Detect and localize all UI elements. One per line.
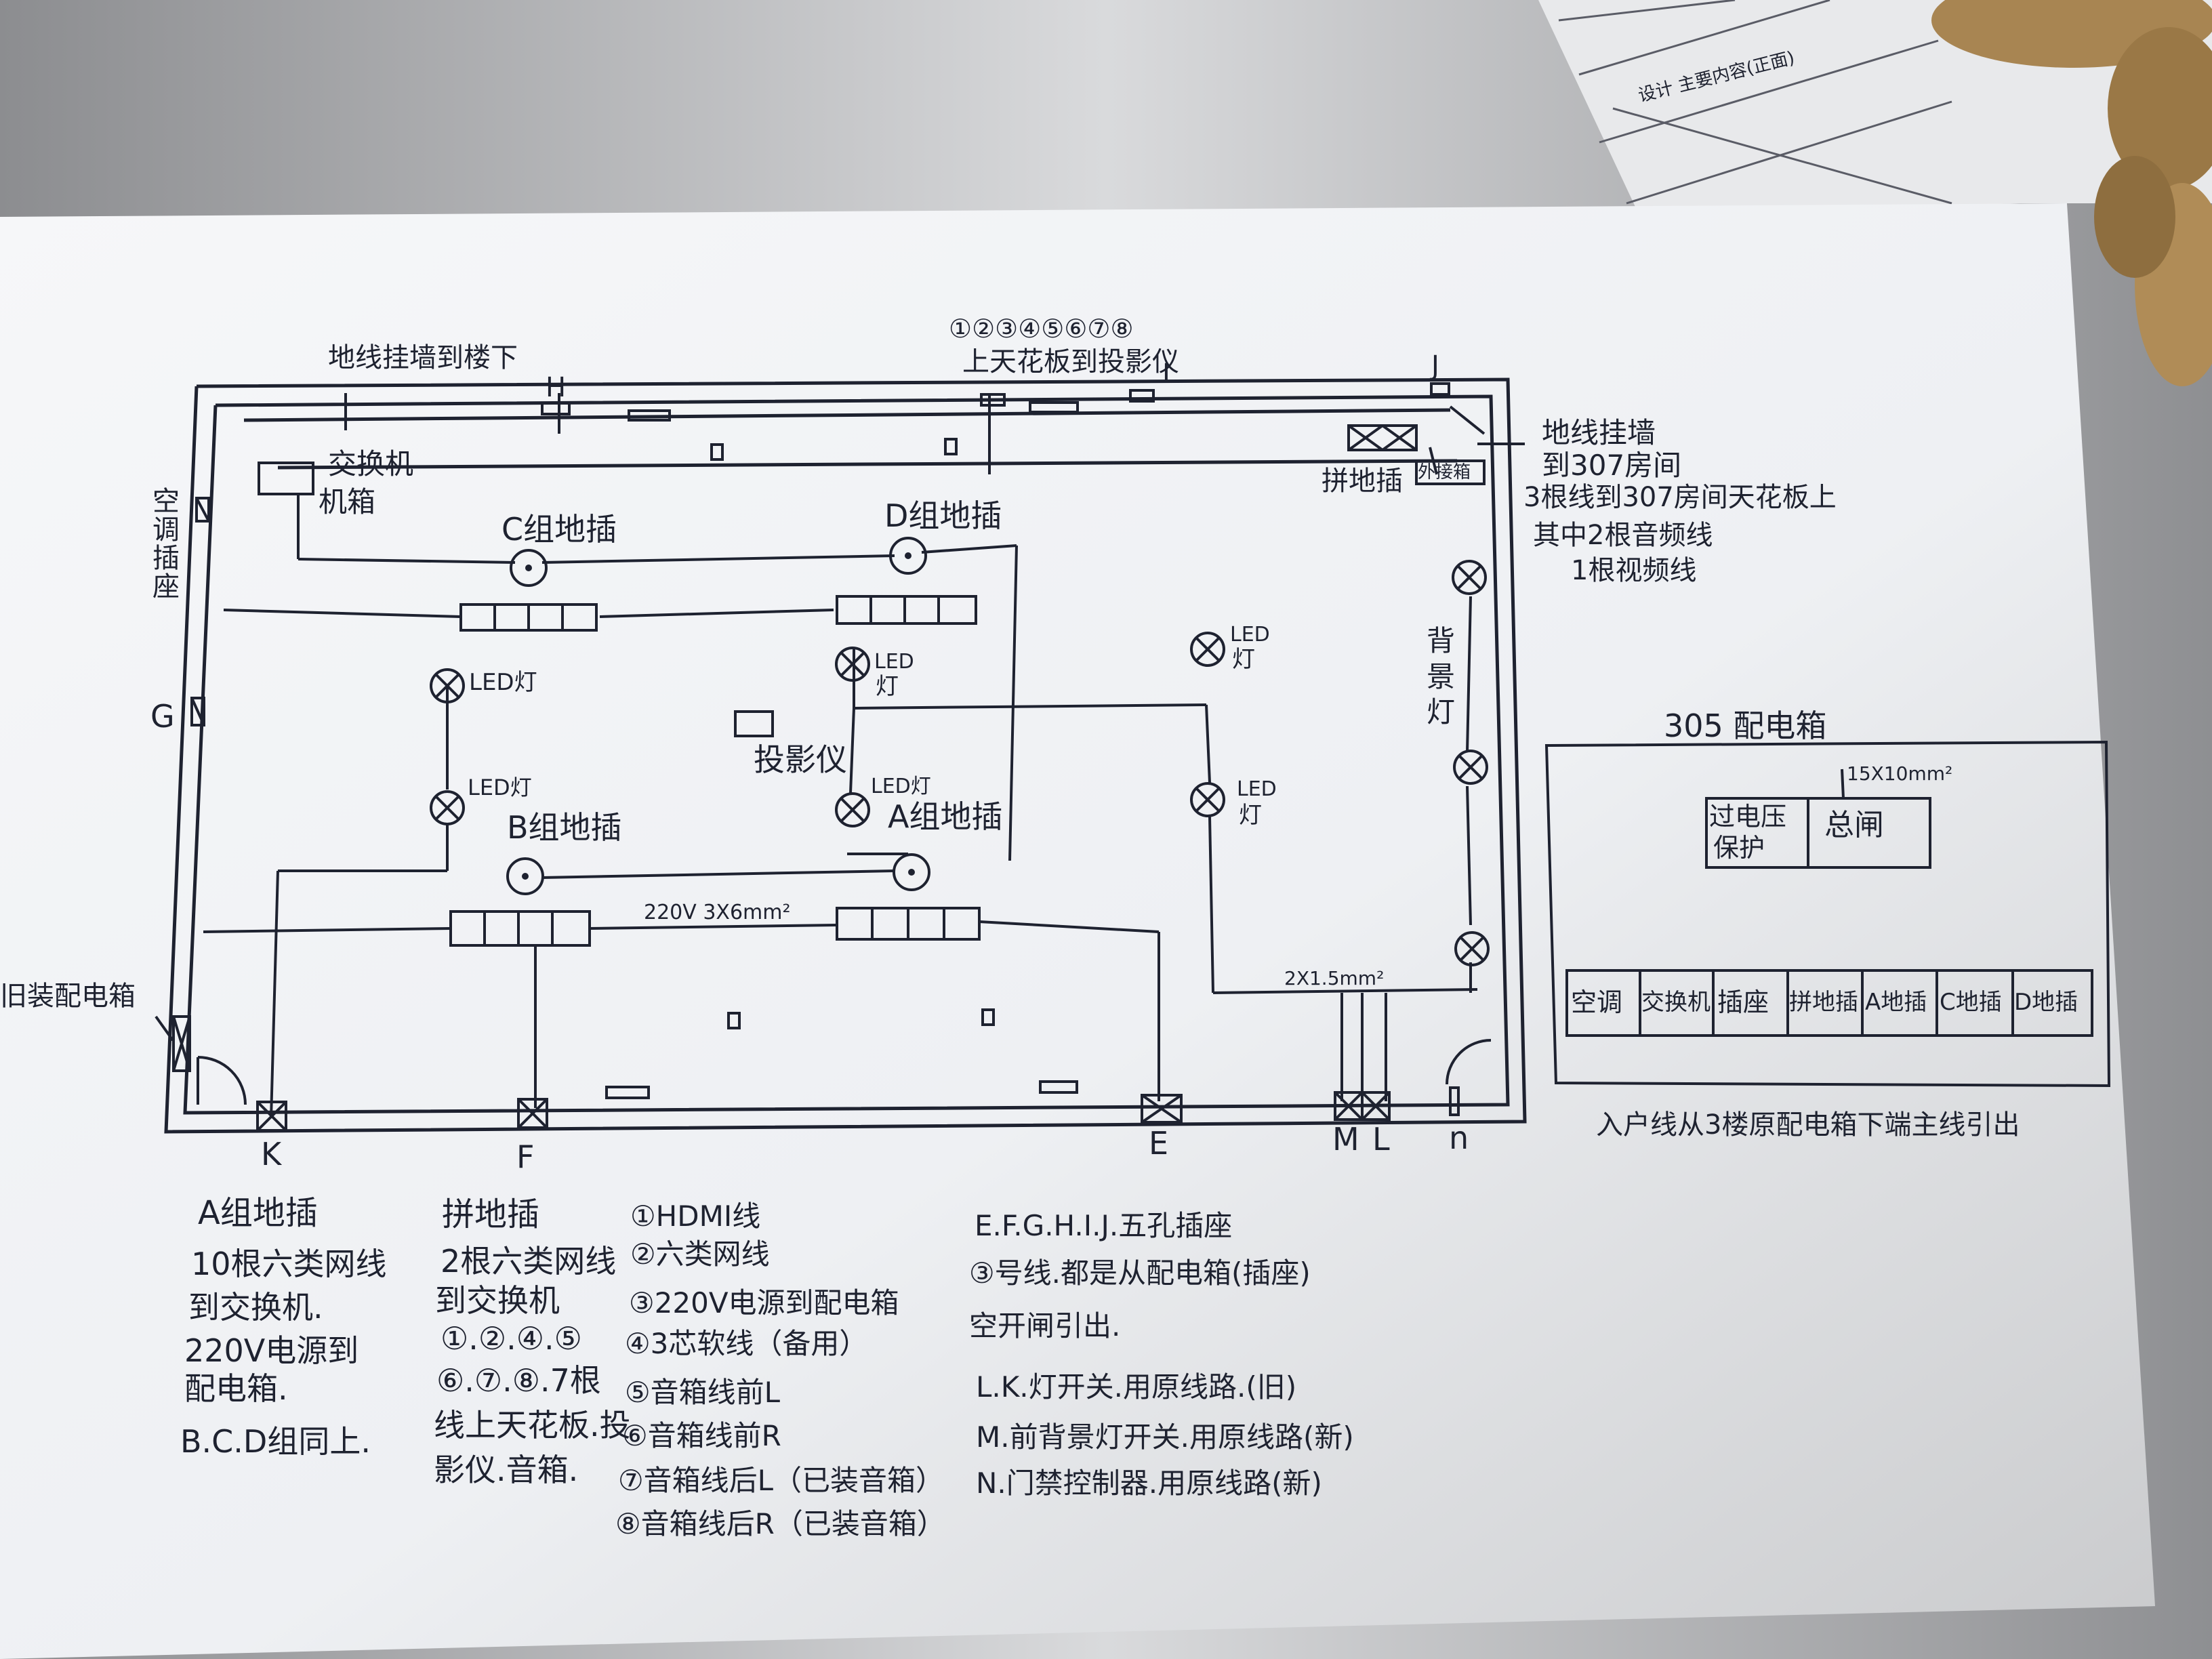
- marker-g: G: [150, 698, 175, 735]
- ac-socket-3: 插: [152, 543, 180, 574]
- marker-i: I: [1162, 359, 1170, 390]
- legend-c-line: ⑥音箱线前R: [622, 1419, 781, 1452]
- marker-e: E: [1149, 1125, 1169, 1162]
- panel-note: 入户线从3楼原配电箱下端主线引出: [1596, 1109, 2020, 1141]
- legend-c-line: ④3芯软线（备用）: [625, 1327, 868, 1360]
- legend-c-line: ②六类网线: [630, 1237, 770, 1271]
- group-d-label: D组地插: [884, 497, 1002, 534]
- led-label-1: LED灯: [469, 669, 537, 696]
- marker-k: K: [261, 1136, 282, 1172]
- led-label-6: LED: [1237, 777, 1277, 801]
- led-label-5: LED: [1230, 623, 1270, 647]
- breaker-label: C地插: [1940, 989, 2002, 1016]
- led-label-3b: 灯: [876, 673, 899, 700]
- legend-c-line: ③220V电源到配电箱: [629, 1286, 899, 1319]
- peanut-shells: [1931, 0, 2212, 386]
- ground-note-1: 地线挂墙: [1542, 416, 1656, 449]
- marker-f: F: [516, 1139, 535, 1175]
- ac-socket-1: 空: [152, 486, 180, 517]
- breaker-label: 拼地插: [1789, 989, 1858, 1016]
- breaker-label: A地插: [1865, 989, 1927, 1016]
- floor-socket-circles: [506, 537, 930, 895]
- panel-title: 305 配电箱: [1664, 708, 1827, 744]
- breaker-label: D地插: [2014, 989, 2078, 1016]
- ac-socket-4: 座: [152, 571, 180, 602]
- led-label-6b: 灯: [1239, 802, 1262, 829]
- ac-socket-2: 调: [152, 514, 180, 546]
- legend-c-line: ⑧音箱线后R（已装音箱）: [615, 1507, 945, 1540]
- light-wire-label: 2X1.5mm²: [1284, 967, 1385, 989]
- marker-n: n: [1449, 1120, 1469, 1156]
- paper-sheet: [0, 203, 2155, 1659]
- legend-d-line: M.前背景灯开关.用原线路(新): [976, 1420, 1354, 1454]
- legend-b-line: 线上天花板.投: [434, 1407, 631, 1443]
- main-switch-label: 总闸: [1824, 808, 1884, 842]
- marker-j: J: [1431, 350, 1439, 382]
- legend-a-line: 配电箱.: [184, 1370, 288, 1407]
- ground-note-3: 3根线到307房间天花板上: [1523, 482, 1837, 513]
- legend-d-line: 空开闸引出.: [969, 1309, 1121, 1343]
- led-label-2: LED灯: [468, 775, 532, 800]
- ceiling-cable-numbers: ①②③④⑤⑥⑦⑧: [949, 314, 1134, 344]
- legend-d-line: ③号线.都是从配电箱(插座): [969, 1256, 1311, 1290]
- ground-note-2: 到307房间: [1542, 449, 1682, 482]
- ground-note-4: 其中2根音频线: [1533, 520, 1713, 551]
- led-label-5b: 灯: [1232, 646, 1255, 673]
- group-b-label: B组地插: [507, 809, 622, 846]
- lamp-symbols: [430, 560, 1490, 966]
- legend-a-line: B.C.D组同上.: [180, 1423, 371, 1460]
- legend-b-line: ⑥.⑦.⑧.7根: [436, 1362, 601, 1399]
- ceiling-note: 上天花板到投影仪: [962, 346, 1179, 377]
- marker-m: M: [1332, 1121, 1359, 1158]
- legend-d-line: E.F.G.H.I.J.五孔插座: [975, 1209, 1233, 1242]
- floor-socket-strips: [258, 462, 981, 947]
- background-light-label: 背景灯: [1427, 624, 1456, 729]
- legend-b-line: ①.②.④.⑤: [441, 1320, 582, 1357]
- ground-note-5: 1根视频线: [1571, 555, 1697, 586]
- wall-sockets: [172, 382, 1492, 1132]
- led-label-4: LED灯: [871, 775, 931, 798]
- marker-l: L: [1372, 1121, 1390, 1158]
- legend-c-line: ⑦音箱线后L（已装音箱）: [618, 1464, 945, 1497]
- spliced-floor-label: 拼地插: [1322, 466, 1403, 497]
- legend-b-line: 2根六类网线: [441, 1243, 617, 1279]
- legend-b-line: 影仪.音箱.: [434, 1452, 579, 1488]
- legend-a-line: 到交换机.: [188, 1289, 323, 1326]
- legend-a-line: 220V电源到: [184, 1332, 359, 1369]
- surge-protection-label-2: 保护: [1713, 833, 1765, 863]
- panel-wire-label: 15X10mm²: [1847, 762, 1953, 785]
- switch-box-label: 交换机: [328, 447, 414, 480]
- legend-c-line: ⑤音箱线前L: [625, 1376, 781, 1409]
- marker-h: H: [546, 372, 567, 403]
- room-walls: [164, 377, 1527, 1134]
- legend-d-line: L.K.灯开关.用原线路.(旧): [976, 1370, 1297, 1404]
- breaker-label: 插座: [1717, 987, 1769, 1017]
- top-ground-wire-note: 地线挂墙到楼下: [328, 342, 518, 373]
- power-cable-label: 220V 3X6mm²: [644, 901, 791, 924]
- projector-label: 投影仪: [754, 741, 847, 778]
- corner-form-lines: [1558, 0, 1952, 205]
- led-label-3: LED: [874, 650, 914, 674]
- legend-c-line: ①HDMI线: [630, 1200, 761, 1233]
- switch-box-label-2: 机箱: [319, 485, 376, 518]
- legend-b-title: 拼地插: [442, 1195, 540, 1233]
- breaker-label: 交换机: [1641, 989, 1711, 1016]
- left-distribution-box-label: 旧装配电箱: [0, 981, 136, 1012]
- legend-a-title: A组地插: [198, 1194, 318, 1232]
- group-a-label: A组地插: [888, 798, 1003, 835]
- legend-d-line: N.门禁控制器.用原线路(新): [976, 1467, 1322, 1500]
- distribution-panel-box: [1544, 740, 2111, 1088]
- breaker-label: 空调: [1571, 987, 1623, 1017]
- legend-a-line: 10根六类网线: [191, 1246, 387, 1282]
- group-c-label: C组地插: [501, 511, 617, 548]
- surge-protection-label: 过电压: [1709, 802, 1787, 832]
- legend-b-line: 到交换机: [435, 1282, 560, 1319]
- outer-box-label: 外接箱: [1418, 462, 1471, 483]
